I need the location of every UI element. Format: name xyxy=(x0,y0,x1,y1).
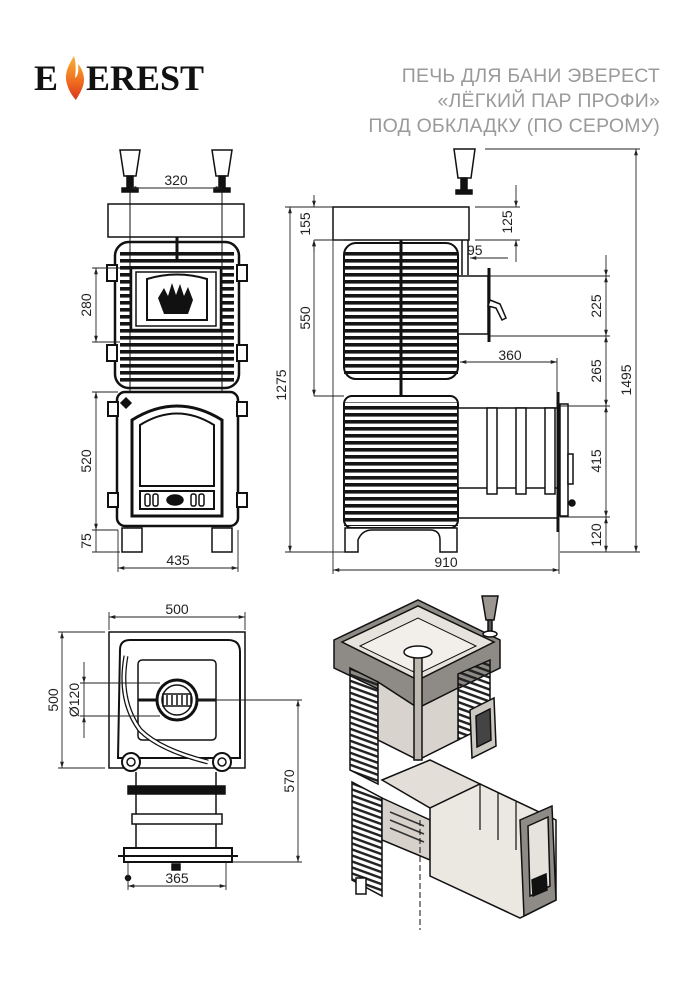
title-line-1: ПЕЧЬ ДЛЯ БАНИ ЭВЕРЕСТ xyxy=(401,65,660,87)
dim-flue-to-front: 570 xyxy=(281,769,297,793)
dim-firebox-height: 520 xyxy=(78,449,94,473)
chimney-cup-side xyxy=(453,148,476,195)
dim-chimney-spacing: 320 xyxy=(164,172,188,188)
top-tunnel xyxy=(118,772,238,882)
dim-tunnel-height: 415 xyxy=(588,449,604,473)
side-heater-door xyxy=(457,275,489,335)
dim-box-right-height: 125 xyxy=(499,210,515,234)
dim-flue-diameter: Ø120 xyxy=(66,683,82,717)
dim-total-height: 1495 xyxy=(618,364,634,395)
side-base xyxy=(344,527,458,553)
chimney-cup-right xyxy=(211,149,233,193)
front-view xyxy=(106,149,248,553)
dim-door-offset: 95 xyxy=(467,242,483,258)
dim-heater-door-height: 280 xyxy=(78,293,94,317)
side-view xyxy=(332,148,576,553)
dim-front-width: 435 xyxy=(166,552,190,568)
title-line-3: ПОД ОБКЛАДКУ (ПО СЕРОМУ) xyxy=(368,115,660,137)
dim-top-depth: 500 xyxy=(45,688,61,712)
title-line-2: «ЛЁГКИЙ ПАР ПРОФИ» xyxy=(437,90,660,112)
flame-icon xyxy=(65,56,84,100)
top-dimension-lines xyxy=(58,612,302,890)
dim-leg-height: 75 xyxy=(78,533,94,549)
top-view xyxy=(108,631,246,882)
isometric-cutaway-view xyxy=(333,595,557,930)
brand-logo: E EREST xyxy=(34,52,234,102)
front-dimension-lines xyxy=(92,186,239,572)
chimney-cup-left xyxy=(119,149,141,193)
leg-left xyxy=(121,527,143,553)
logo-wordmark: EREST xyxy=(86,58,204,98)
dim-stove-height: 1275 xyxy=(273,369,289,400)
logo-letter-e: E xyxy=(34,58,58,98)
flame-window-icon xyxy=(158,283,193,314)
leg-right xyxy=(211,527,233,553)
top-box xyxy=(107,203,245,238)
iso-chimney-cup xyxy=(481,595,499,621)
fuel-tunnel xyxy=(457,392,576,532)
dim-tunnel-width: 365 xyxy=(165,870,189,886)
dim-gap-to-tunnel: 265 xyxy=(588,359,604,383)
side-dimension-lines xyxy=(285,148,640,574)
dim-tunnel-length: 360 xyxy=(498,347,522,363)
firebox-door xyxy=(119,396,224,518)
dim-top-width: 500 xyxy=(165,601,189,617)
dim-upper-section: 550 xyxy=(297,306,313,330)
dim-top-box-height: 155 xyxy=(297,212,313,236)
heater-door xyxy=(129,266,223,332)
dim-tunnel-bottom: 120 xyxy=(588,523,604,547)
dim-heater-door-side: 225 xyxy=(588,294,604,318)
logo-svg: E EREST xyxy=(34,56,204,100)
dim-total-depth: 910 xyxy=(434,554,458,570)
product-title: ПЕЧЬ ДЛЯ БАНИ ЭВЕРЕСТ «ЛЁГКИЙ ПАР ПРОФИ»… xyxy=(368,64,660,139)
side-top-box xyxy=(332,206,470,241)
